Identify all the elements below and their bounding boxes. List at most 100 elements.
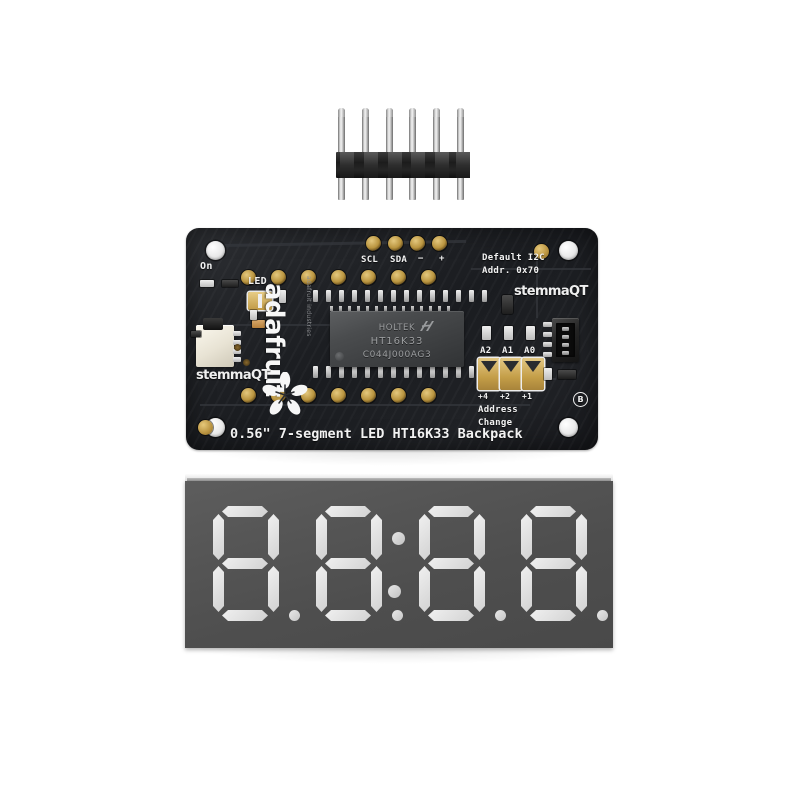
through-hole-pad: [421, 270, 436, 285]
label-plus4: +4: [478, 392, 489, 401]
header-body: [336, 152, 470, 178]
label-a2: A2: [480, 346, 492, 356]
pcb-trace: [471, 268, 591, 270]
label-default-i2c-line2: Addr. 0x70: [482, 266, 540, 276]
stemma-qt-logo-left: stemmaQT: [196, 368, 270, 383]
label-a1: A1: [502, 346, 514, 356]
segment-b: [576, 514, 587, 560]
pin-header: [336, 108, 470, 200]
segment-d: [325, 610, 371, 621]
label-a0: A0: [524, 346, 536, 356]
label-sda: SDA: [390, 255, 408, 265]
ic-part-number: HT16K33: [370, 336, 424, 347]
pcb-bottom-silkscreen: 0.56" 7-segment LED HT16K33 Backpack: [230, 426, 523, 442]
ic-legs-top: [330, 306, 464, 311]
gold-pad: [534, 244, 549, 259]
jst-slot: [556, 323, 575, 357]
label-plus2: +2: [500, 392, 511, 401]
smd-component: [558, 370, 576, 379]
label-plus1: +1: [522, 392, 533, 401]
segment-a: [428, 506, 474, 517]
through-hole-pad: [241, 270, 256, 285]
switch-lever[interactable]: [203, 318, 223, 330]
through-hole-pad-plus: [432, 236, 447, 251]
switch-legs: [233, 331, 241, 362]
holtek-logo-icon: [420, 321, 434, 331]
segment-g: [428, 558, 474, 569]
stemma-qt-connector[interactable]: [543, 318, 579, 362]
address-jumper-a2[interactable]: [478, 358, 500, 390]
through-hole-pad-minus: [410, 236, 425, 251]
pcb-backpack: SCL SDA − + Default I2C Addr. 0x70: [186, 228, 598, 450]
power-slide-switch[interactable]: [196, 318, 241, 367]
segment-f: [316, 514, 327, 560]
segment-c: [371, 566, 382, 612]
through-hole-pad: [301, 270, 316, 285]
gold-pad: [198, 420, 213, 435]
through-hole-pad: [391, 388, 406, 403]
label-led: LED: [248, 276, 267, 287]
segment-b: [474, 514, 485, 560]
smd-component: [191, 331, 201, 337]
through-hole-pad: [271, 270, 286, 285]
adafruit-flower-logo: [262, 371, 308, 418]
segment-c: [474, 566, 485, 612]
smd-component: [544, 368, 552, 380]
mounting-hole: [206, 241, 225, 260]
segment-a: [222, 506, 268, 517]
label-on: On: [200, 261, 213, 272]
segment-f: [213, 514, 224, 560]
seven-segment-display: [185, 474, 613, 648]
segment-e: [419, 566, 430, 612]
decimal-point-1: [289, 610, 300, 621]
jst-tab: [543, 322, 552, 327]
pcb-trace: [214, 324, 414, 326]
segment-b: [268, 514, 279, 560]
pcb-trace: [215, 239, 467, 248]
mounting-hole: [559, 241, 578, 260]
smd-resistor: [252, 320, 265, 328]
through-hole-pad: [331, 270, 346, 285]
smd-component: [526, 326, 535, 340]
smd-component: [279, 290, 286, 303]
through-hole-pad: [421, 388, 436, 403]
through-hole-pad: [361, 270, 376, 285]
through-hole-pad: [241, 388, 256, 403]
segment-d: [222, 610, 268, 621]
smd-component: [250, 310, 257, 320]
segment-c: [268, 566, 279, 612]
label-scl: SCL: [361, 255, 379, 265]
ic-ht16k33: HOLTEK HT16K33 C044J000AG3: [330, 311, 464, 367]
revision-mark: B: [573, 392, 588, 407]
segment-e: [213, 566, 224, 612]
segment-g: [325, 558, 371, 569]
display-top-lip: [185, 474, 613, 481]
segment-b: [371, 514, 382, 560]
address-jumper-a0[interactable]: [522, 358, 544, 390]
decimal-point-3: [495, 610, 506, 621]
via: [243, 359, 250, 366]
stemma-qt-logo-right: stemmaQT: [514, 284, 588, 299]
label-address-line1: Address: [478, 405, 519, 415]
segment-f: [521, 514, 532, 560]
segment-e: [521, 566, 532, 612]
ic-manufacturer: HOLTEK: [378, 323, 416, 333]
label-default-i2c-line1: Default I2C: [482, 253, 545, 263]
led-die: [258, 294, 262, 308]
through-hole-pad: [391, 270, 406, 285]
segment-c: [576, 566, 587, 612]
segment-g: [530, 558, 576, 569]
display-digit-4: [515, 506, 608, 622]
through-hole-pad: [361, 388, 376, 403]
colon-dot-upper: [392, 532, 405, 545]
pcb-trace: [536, 248, 538, 318]
segment-d: [428, 610, 474, 621]
decimal-point-4: [597, 610, 608, 621]
jst-tab: [543, 332, 552, 337]
display-digit-2: [310, 506, 403, 622]
segment-g: [222, 558, 268, 569]
through-hole-pad: [331, 388, 346, 403]
colon-dot-lower: [388, 585, 401, 598]
address-jumper-a1[interactable]: [500, 358, 522, 390]
